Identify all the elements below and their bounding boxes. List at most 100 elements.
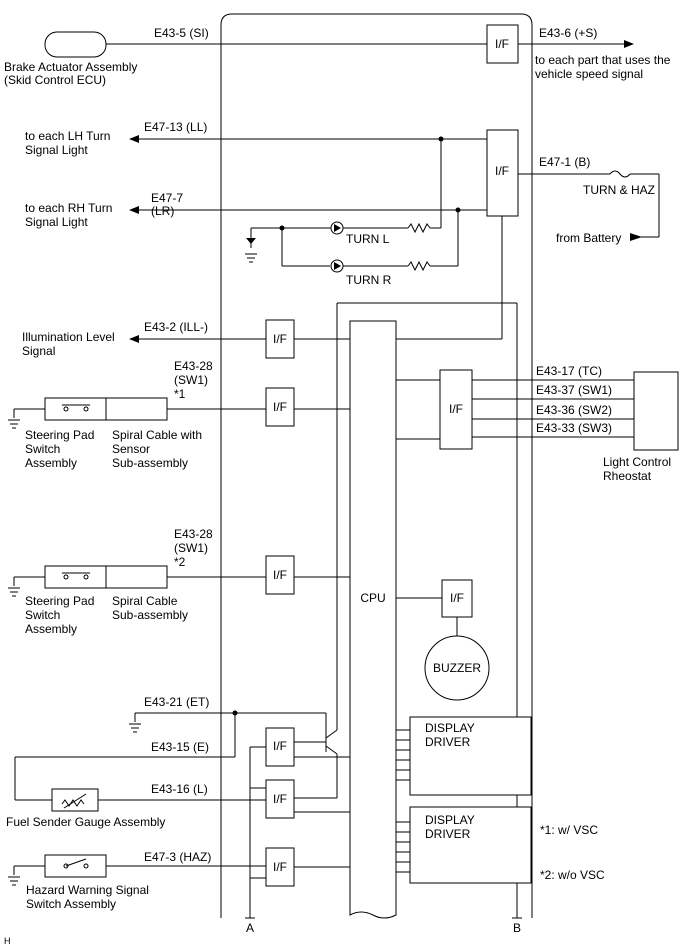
hazard-switch-box [44,854,107,878]
terminal-sw1a-1: E43-28 [174,359,213,373]
steering-pad-1-label-2: Switch [25,442,60,456]
light-control-label-2: Rheostat [603,469,652,483]
spiral-2-label-2: Sub-assembly [112,608,188,622]
buzzer-label: BUZZER [433,661,481,675]
steering-pad-2-label-1: Steering Pad [25,594,94,608]
terminal-haz: E47-3 (HAZ) [144,850,211,864]
brake-actuator-label-1: Brake Actuator Assembly [4,60,137,74]
if-l-label: I/F [273,792,287,806]
battery-label: from Battery [556,231,621,245]
switch-contact [83,574,89,580]
if-ill-label: I/F [273,332,287,346]
display-driver-2-label-1: DISPLAY [425,813,475,827]
spiral-1-label-3: Sub-assembly [112,456,188,470]
hazard-label-2: Switch Assembly [26,897,116,911]
display-driver-1-box [409,716,532,796]
terminal-sw2: E43-36 (SW2) [536,403,612,417]
fuel-sender-label: Fuel Sender Gauge Assembly [6,815,165,829]
if-turn-box [486,129,519,217]
transistor-icon [325,729,338,739]
terminal-sw1b-1: E43-28 [174,527,213,541]
junction [455,207,461,213]
led-turn-r-icon [334,262,341,270]
steering-pad-1-box [44,397,107,421]
cpu-box [349,320,397,919]
if-buzzer-label: I/F [450,591,464,605]
if-sw1b-box [265,555,295,595]
spiral-1-label-1: Spiral Cable with [112,428,202,442]
rh-dest-2: Signal Light [25,215,88,229]
if-sw1b-label: I/F [273,568,287,582]
brake-actuator-label-2: (Skid Control ECU) [4,73,106,87]
brake-actuator-symbol [44,31,107,58]
turn-r-label: TURN R [346,273,392,287]
spiral-2-label-1: Spiral Cable [112,594,178,608]
illum-dest-1: Illumination Level [22,330,115,344]
lh-dest-2: Signal Light [25,143,88,157]
cpu-label: CPU [360,591,385,605]
speed-dest-2: vehicle speed signal [535,67,643,81]
resistor-r-icon [407,260,431,272]
steering-pad-1-label-3: Assembly [25,456,77,470]
transistor-icon [325,745,338,755]
if-rheostat-box [439,369,473,450]
spiral-cable-2-box [105,565,168,589]
display-driver-1-label-2: DRIVER [425,735,471,749]
fuse-symbol [609,170,631,178]
fuse-label: TURN & HAZ [583,183,655,197]
switch-lever [65,858,87,867]
display-driver-2-box [409,806,532,884]
turn-l-label: TURN L [346,232,390,246]
fuel-resistor-icon [63,793,87,809]
if-sw1a-box [265,387,295,427]
terminal-si: E43-5 (SI) [154,26,209,40]
if-sw1a-label: I/F [273,400,287,414]
terminal-b: E47-1 (B) [539,155,590,169]
driver-bus-2 [396,821,410,873]
terminal-lr-1: E47-7 [151,191,183,205]
hazard-label-1: Hazard Warning Signal [26,883,149,897]
corner-mark: H [4,936,11,946]
display-driver-2-label-2: DRIVER [425,827,471,841]
spiral-cable-1-box [105,397,168,421]
resistor-l-icon [407,222,431,234]
fuel-resistor-icon [61,799,85,807]
terminal-e: E43-15 (E) [151,740,209,754]
light-control-label-1: Light Control [603,455,671,469]
steering-pad-2-label-3: Assembly [25,622,77,636]
label-a: A [246,921,254,935]
switch-contact [83,863,89,869]
if-haz-label: I/F [273,860,287,874]
note-1: *1: w/ VSC [540,823,598,837]
switch-contact [63,574,69,580]
terminal-tc: E43-17 (TC) [536,364,602,378]
terminal-l: E43-16 (L) [151,782,208,796]
terminal-sw3: E43-33 (SW3) [536,421,612,435]
spiral-1-label-2: Sensor [112,442,150,456]
terminal-sw1a-3: *1 [174,387,186,401]
display-driver-1-label-1: DISPLAY [425,721,475,735]
lh-dest-1: to each LH Turn [25,129,110,143]
buzzer-circle [424,635,490,701]
if-turn-label: I/F [495,164,509,178]
junction [438,136,444,142]
terminal-sw1r: E43-37 (SW1) [536,383,612,397]
if-e-label: I/F [273,739,287,753]
rh-dest-1: to each RH Turn [25,201,112,215]
label-b: B [513,921,521,935]
terminal-lr-2: (LR) [151,204,174,218]
terminal-ll: E47-13 (LL) [144,120,207,134]
battery-arrow [630,233,642,241]
if-ill-box [265,319,295,359]
steering-pad-2-box [44,565,107,589]
if-rheostat-label: I/F [449,402,463,416]
note-2: *2: w/o VSC [540,868,605,882]
terminal-plus-s: E43-6 (+S) [539,26,597,40]
if-speed-label: I/F [495,37,509,51]
terminal-ill: E43-2 (ILL-) [144,320,208,334]
terminal-et: E43-21 (ET) [144,695,209,709]
switch-contact [63,406,69,412]
steering-pad-1-label-1: Steering Pad [25,428,94,442]
